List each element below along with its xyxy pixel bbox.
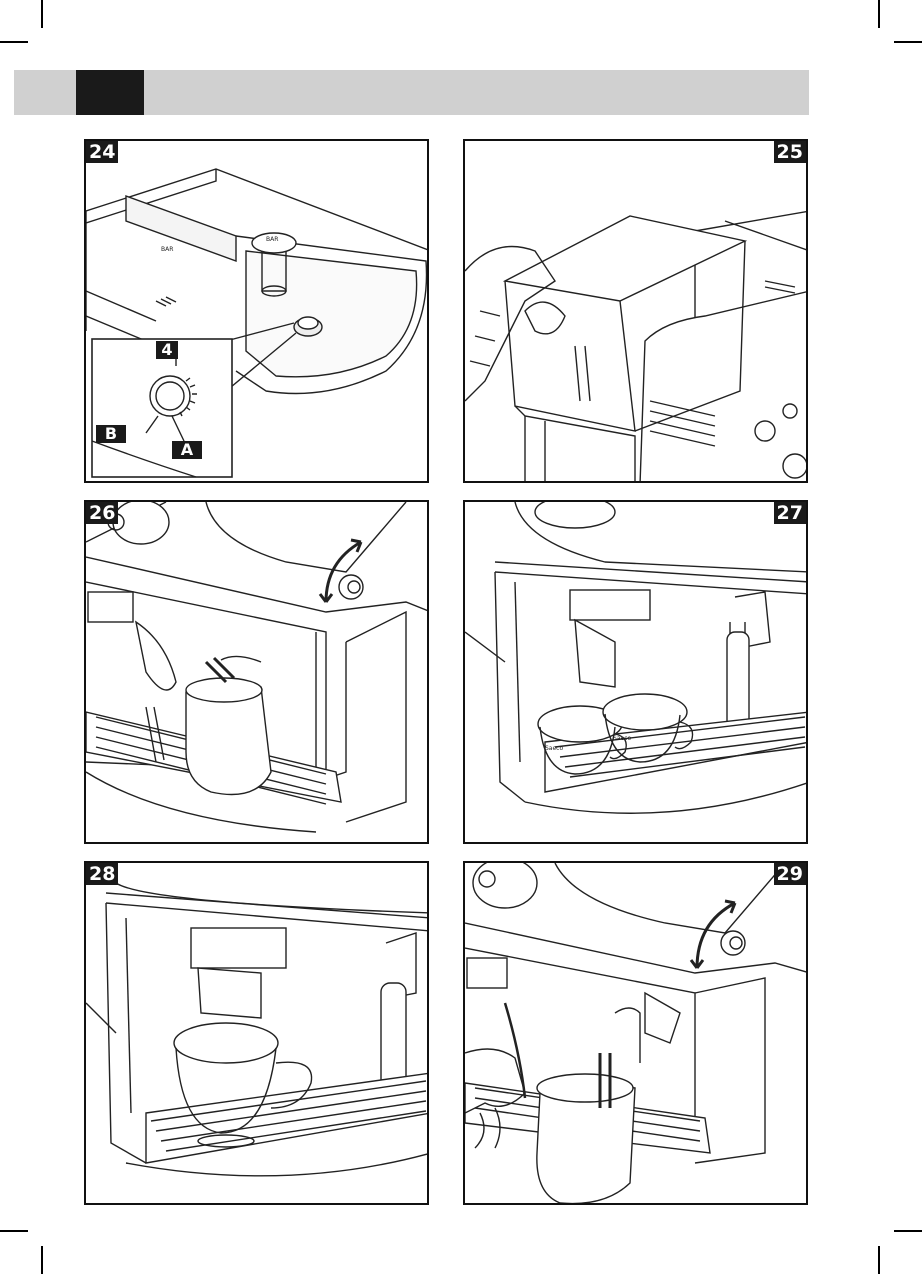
callout-4: 4 xyxy=(156,341,178,359)
figure-27-illustration: Saeco Saeco xyxy=(465,502,808,844)
cup-brand-label: Saeco xyxy=(613,735,631,742)
figure-number: 24 xyxy=(86,141,118,163)
figure-28-illustration xyxy=(86,863,429,1205)
figure-26-illustration xyxy=(86,502,429,844)
crop-mark xyxy=(878,1246,880,1274)
figure-25-illustration xyxy=(465,141,808,483)
knob-text: BAR xyxy=(161,246,173,253)
figure-number: 29 xyxy=(774,863,806,885)
callout-b: B xyxy=(96,425,126,443)
page-number-block xyxy=(76,70,144,115)
callout-a: A xyxy=(172,441,202,459)
figure-24-illustration: BAR BAR xyxy=(86,141,429,483)
crop-mark xyxy=(41,1246,43,1274)
cup-brand-label: Saeco xyxy=(545,745,563,752)
crop-mark xyxy=(0,1230,28,1232)
crop-mark xyxy=(894,1230,922,1232)
crop-mark xyxy=(894,41,922,43)
figure-26: 26 xyxy=(84,500,429,844)
figure-29: 29 xyxy=(463,861,808,1205)
figure-number: 25 xyxy=(774,141,806,163)
figure-28: 28 xyxy=(84,861,429,1205)
figure-number: 27 xyxy=(774,502,806,524)
figure-25: 25 xyxy=(463,139,808,483)
figure-number: 26 xyxy=(86,502,118,524)
crop-mark xyxy=(41,0,43,28)
figure-29-illustration xyxy=(465,863,808,1205)
figure-27: Saeco Saeco 27 xyxy=(463,500,808,844)
knob-text: BAR xyxy=(266,236,278,243)
crop-mark xyxy=(878,0,880,28)
figure-number: 28 xyxy=(86,863,118,885)
figure-24: BAR BAR 24 4 B A xyxy=(84,139,429,483)
crop-mark xyxy=(0,41,28,43)
